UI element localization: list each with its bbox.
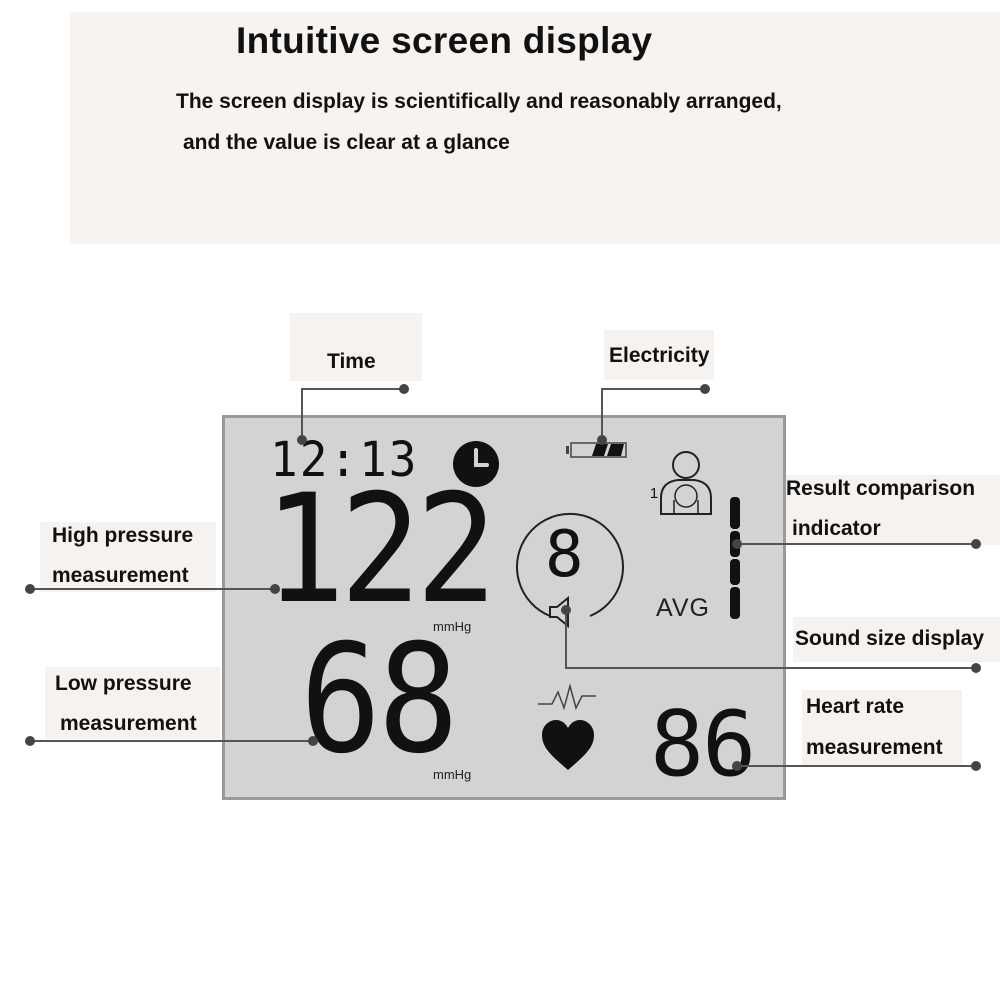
battery-icon [566,442,627,458]
electricity-label-bg [604,330,714,380]
sound-level-dial [516,513,624,617]
low-pressure-label-bg [45,667,220,739]
result-label-bg [785,475,1000,545]
header-panel [70,12,1000,244]
heart-label-bg [802,690,962,766]
pulse-readout: 86 [650,692,756,797]
label-heart-1: Heart rate [806,695,905,718]
sound-label-bg [793,617,1000,662]
label-result-2: indicator [792,517,881,540]
systolic-unit: mmHg [433,619,472,634]
sound-level-digit: 8 [545,518,584,592]
label-low-pressure-2: measurement [60,712,197,735]
subtitle-line-2: and the value is clear at a glance [183,131,510,154]
avg-label: AVG [656,594,710,622]
label-sound: Sound size display [795,627,985,650]
time-readout: 12:13 [270,430,419,488]
label-result-1: Result comparison [786,477,976,500]
label-high-pressure-2: measurement [52,564,189,587]
speaker-icon [549,595,569,629]
time-label-bg [290,313,422,381]
label-high-pressure-1: High pressure [52,524,194,547]
label-low-pressure-1: Low pressure [55,672,192,695]
heart-icon [542,720,594,770]
high-pressure-label-bg [40,522,216,592]
diastolic-unit: mmHg [433,767,472,782]
label-time: Time [327,350,376,373]
label-heart-2: measurement [806,736,943,759]
page-title: Intuitive screen display [236,20,653,61]
label-electricity: Electricity [609,344,710,367]
clock-icon [453,441,499,487]
pulse-wave-icon [538,683,596,711]
systolic-readout: 122 [264,463,497,637]
diastolic-readout: 68 [300,613,459,787]
user-icon [660,451,712,515]
user-number: 1 [649,485,659,502]
subtitle-line-1: The screen display is scientifically and… [176,90,782,113]
result-indicator-bar [730,497,740,619]
